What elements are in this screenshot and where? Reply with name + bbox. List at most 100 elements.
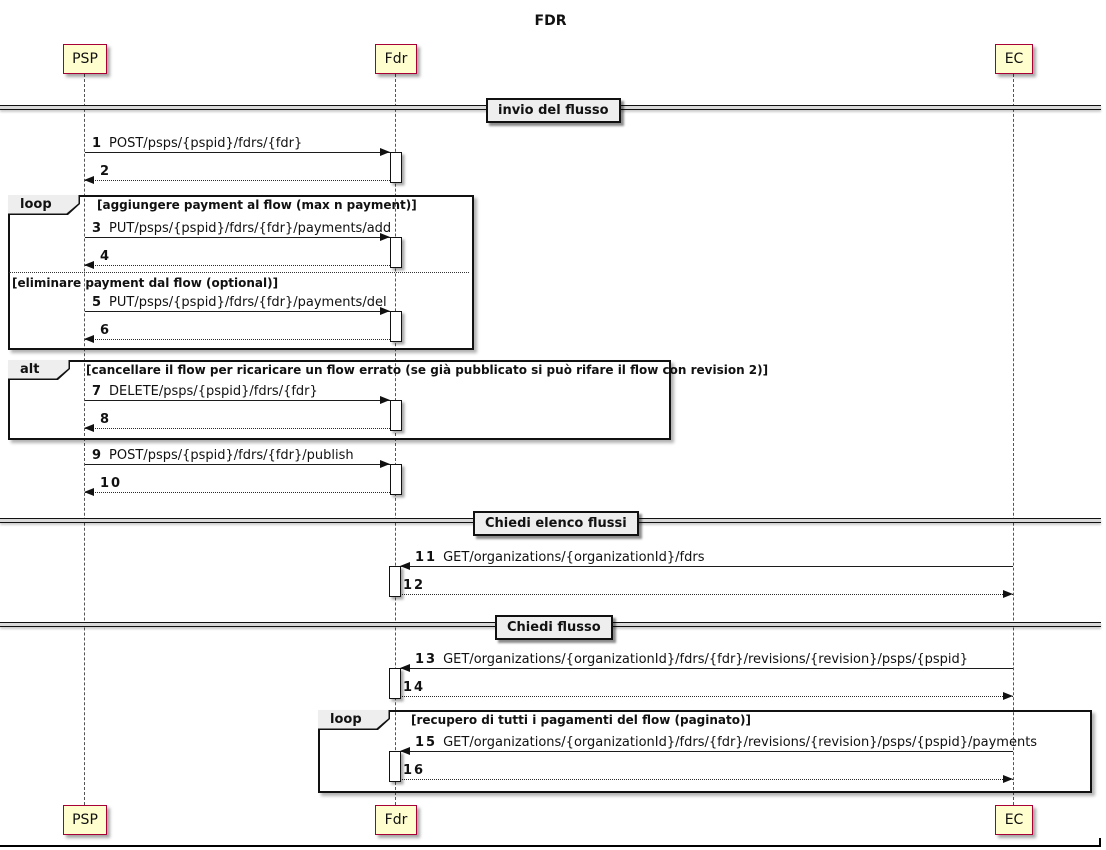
arrowhead-left [400,562,410,570]
loop-separator-line [9,272,469,273]
bottom-right-corner [1099,838,1101,847]
arrowhead-right [380,460,390,468]
participant-psp-bottom: PSP [63,805,107,835]
participant-label: Fdr [384,51,408,67]
message-16-arrow [400,779,1013,780]
message-14: 14 [403,680,431,695]
divider-invio-del-flusso: invio del flusso [486,98,621,123]
message-13: 13 GET/organizations/{organizationId}/fdr… [415,652,968,667]
participant-fdr-top: Fdr [375,44,417,74]
arrowhead-left [84,488,94,496]
arrowhead-right [1003,692,1013,700]
message-8-arrow [85,428,390,429]
arrowhead-left [84,261,94,269]
activation-bar [389,668,401,699]
message-6: 6 [100,323,117,338]
message-13-arrow [401,668,1013,669]
participant-fdr-bottom: Fdr [375,805,417,835]
message-5-arrow [85,311,390,312]
message-8: 8 [100,412,117,427]
alt-frame-tab-label: alt [8,360,69,379]
loop-frame-tab-label: loop [318,710,389,729]
message-15: 15 GET/organizations/{organizationId}/fdr… [415,735,1037,750]
loop-guard: [recupero di tutti i pagamenti del flow … [411,713,751,727]
participant-label: PSP [72,812,98,828]
message-number: 2 [100,164,112,179]
message-10-arrow [85,492,390,493]
participant-label: Fdr [384,812,408,828]
message-label: GET/organizations/{organizationId}/fdrs [443,550,705,565]
message-number: 15 [415,735,438,750]
message-number: 6 [100,323,112,338]
message-number: 10 [100,476,123,491]
message-label: GET/organizations/{organizationId}/fdrs/… [443,652,969,667]
message-2: 2 [100,164,117,179]
message-3: 3 PUT/psps/{pspid}/fdrs/{fdr}/payments/ad… [92,221,391,236]
message-4-arrow [85,265,390,266]
participant-label: EC [1004,812,1024,828]
message-7-arrow [85,400,390,401]
arrowhead-right [380,148,390,156]
activation-bar [389,751,401,782]
message-3-arrow [85,237,390,238]
activation-bar [389,566,401,597]
loop-frame-tab: loop [8,195,80,215]
message-16: 16 [403,763,431,778]
arrowhead-left [400,747,410,755]
message-number: 8 [100,412,112,427]
message-number: 14 [403,680,426,695]
message-number: 4 [100,249,112,264]
message-1-arrow [85,152,390,153]
divider-chiedi-elenco-flussi: Chiedi elenco flussi [473,511,639,536]
alt-frame [8,360,671,440]
activation-bar [390,311,402,342]
message-label: PUT/psps/{pspid}/fdrs/{fdr}/payments/del [109,295,387,310]
message-number: 3 [92,221,104,236]
arrowhead-right [380,396,390,404]
bottom-border [0,845,1101,847]
message-4: 4 [100,249,117,264]
activation-bar [390,464,402,495]
message-12: 12 [403,578,431,593]
activation-bar [390,237,402,268]
participant-ec-bottom: EC [995,805,1033,835]
message-15-arrow [401,751,1013,752]
arrowhead-left [84,176,94,184]
message-2-arrow [85,180,390,181]
loop-separator-label: [eliminare payment dal flow (optional)] [12,276,279,290]
alt-frame-tab: alt [8,360,70,380]
message-14-arrow [400,696,1013,697]
arrowhead-left [400,664,410,672]
arrowhead-left [84,424,94,432]
message-number: 1 [92,136,104,151]
message-number: 5 [92,295,104,310]
loop-guard: [aggiungere payment al flow (max n payme… [97,198,417,212]
lifeline-ec [1013,74,1014,805]
arrowhead-right [1003,590,1013,598]
message-number: 16 [403,763,426,778]
message-number: 12 [403,578,426,593]
message-label: POST/psps/{pspid}/fdrs/{fdr} [109,136,303,151]
message-10: 10 [100,476,128,491]
arrowhead-right [380,307,390,315]
participant-ec-top: EC [995,44,1033,74]
message-label: GET/organizations/{organizationId}/fdrs/… [443,735,1038,750]
message-1: 1 POST/psps/{pspid}/fdrs/{fdr} [92,136,302,151]
activation-bar [390,152,402,183]
message-label: PUT/psps/{pspid}/fdrs/{fdr}/payments/add [109,221,392,236]
message-12-arrow [400,594,1013,595]
message-number: 13 [415,652,438,667]
loop-frame-pagination [318,710,1092,793]
activation-bar [390,400,402,431]
message-number: 7 [92,384,104,399]
arrowhead-left [84,335,94,343]
message-6-arrow [85,339,390,340]
participant-label: PSP [72,51,98,67]
alt-guard: [cancellare il flow per ricaricare un fl… [86,363,769,377]
arrowhead-right [380,233,390,241]
loop-frame-tab: loop [318,710,390,730]
message-number: 11 [415,550,438,565]
